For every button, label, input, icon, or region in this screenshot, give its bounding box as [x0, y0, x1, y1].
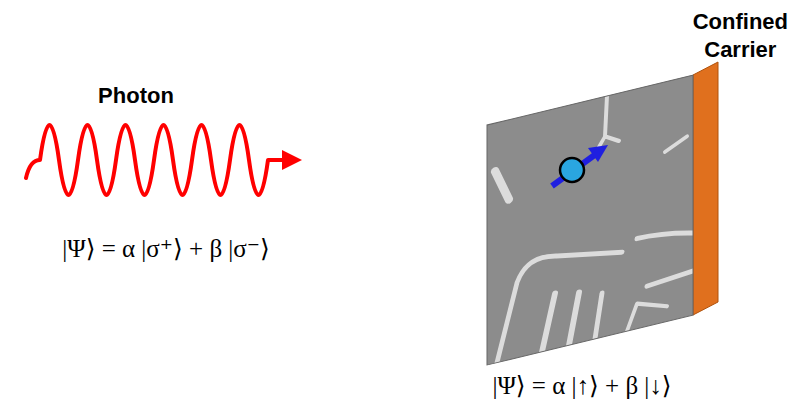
carrier-heading: Confined Carrier — [693, 8, 788, 63]
spin-state: |Ψ⟩ = α |↑⟩ + β |↓⟩ — [492, 371, 671, 400]
slab-side — [693, 62, 718, 315]
spin-arrowhead — [588, 145, 608, 162]
sem-image — [487, 75, 693, 365]
spin-arrow — [552, 154, 596, 186]
photon-state: |Ψ⟩ = α |σ⁺⟩ + β |σ⁻⟩ — [62, 234, 270, 263]
carrier-dot — [560, 158, 584, 182]
photon-heading: Photon — [98, 82, 174, 110]
photon-arrowhead — [282, 150, 302, 170]
photon-wave — [26, 125, 284, 195]
